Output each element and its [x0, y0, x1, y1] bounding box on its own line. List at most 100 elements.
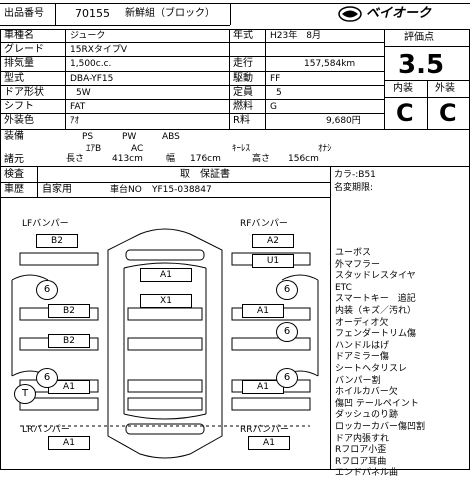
color-value: ｱｵ: [70, 116, 80, 126]
note-item: シートヘタリスレ: [335, 363, 408, 374]
name-label: 車種名: [4, 30, 34, 41]
tire-mark-rr: 6: [276, 368, 298, 388]
equipment-ac: AC: [131, 144, 144, 154]
note-item: フェンダートリム傷: [335, 329, 417, 340]
equipment-abs: ABS: [162, 132, 180, 142]
drive-label: 駆動: [233, 73, 253, 84]
type-value: DBA-YF15: [70, 74, 114, 84]
rf-bumper-label: RFバンパー: [240, 219, 288, 229]
note-item: ホイルカバー欠: [335, 387, 398, 398]
note-item: 傷凹 テールペイント: [335, 398, 419, 409]
capacity-label: 定員: [233, 87, 253, 98]
interior-label: 内装: [393, 83, 413, 94]
door-value: 5W: [76, 88, 91, 98]
name-value: ジューク: [70, 31, 106, 41]
note-item: Rフロア耳曲: [335, 456, 387, 467]
note-item: ドア内張すれ: [335, 433, 390, 444]
tire-mark-lf: 6: [36, 280, 58, 300]
lf-bumper-label: LFバンパー: [22, 219, 69, 229]
mark-rf-bumper: A2: [252, 234, 294, 248]
type-label: 型式: [4, 73, 24, 84]
mileage-label: 走行: [233, 58, 253, 69]
mark-l-front-door: B2: [48, 304, 90, 318]
note-item: ユーボス: [335, 248, 372, 258]
equipment-pw: PW: [122, 132, 137, 142]
width-label: 幅: [166, 154, 176, 164]
note-item: ドアミラー傷: [335, 352, 389, 363]
equipment-ps: PS: [82, 132, 94, 142]
equipment-keyless: ｷｰﾚｽ: [232, 144, 251, 154]
note-item: スマートキー 追記: [335, 294, 416, 305]
note-item: ハンドルはげ: [335, 340, 390, 351]
tire-mark-center: 6: [276, 322, 298, 342]
mark-rf-fender: U1: [252, 254, 294, 268]
logo-text: ベイオーク: [366, 6, 432, 21]
height-value: 156cm: [288, 154, 319, 164]
equipment-airbag: ｴｱB: [86, 144, 102, 154]
group-name: 新鮮組（ブロック）: [125, 8, 215, 19]
name-change-deadline: 名変期限:: [334, 183, 374, 193]
drive-value: FF: [270, 74, 281, 84]
grade-value: 15RXタイプV: [70, 45, 128, 55]
car-outline: [11, 228, 319, 459]
rr-bumper-label: RRバンパー: [240, 425, 289, 435]
note-item: ロッカーカバー傷凹割: [335, 421, 426, 432]
mark-lr-bumper: A1: [48, 436, 90, 450]
note-item: 内装（キズ／汚れ）: [335, 305, 417, 316]
damage-diagram: LFバンパー RFバンパー LRバンパー RRバンパー B2 A2 U1 A1 …: [0, 198, 330, 470]
history-label: 車歴: [4, 184, 24, 195]
note-item: ETC: [335, 282, 352, 293]
dimensions-label: 諸元: [4, 154, 24, 165]
note-item: オーディオ欠: [335, 317, 389, 328]
equipment-label: 装備: [4, 131, 24, 142]
logo-icon: [338, 6, 362, 22]
tax-label: R料: [233, 115, 250, 126]
mark-l-rear-door: B2: [48, 334, 90, 348]
logo: ベイオーク: [338, 6, 466, 22]
color-label: 外装色: [4, 115, 34, 126]
mark-lf-bumper: B2: [36, 234, 78, 248]
inspection-value: 取 保証書: [180, 169, 230, 180]
displacement-value: 1,500c.c.: [70, 59, 112, 69]
equipment-navi: ｵﾅｼ: [318, 144, 332, 154]
t-mark: T: [14, 384, 36, 404]
tire-mark-lr: 6: [36, 368, 58, 388]
chassis-label: 車台NO: [110, 185, 142, 195]
mark-hood: A1: [140, 268, 192, 282]
note-item: バンパー割: [335, 375, 381, 386]
note-item: Rフロア小歪: [335, 445, 387, 456]
chassis-value: YF15-038847: [152, 185, 212, 195]
tax-value: 9,680円: [326, 116, 361, 126]
mark-roof: X1: [140, 294, 192, 308]
notes-list: ユーボス 外マフラー スタッドレスタイヤ ETC スマートキー 追記 内装（キズ…: [335, 248, 467, 480]
door-label: ドア形状: [4, 87, 44, 98]
lot-number-label: 出品番号: [4, 8, 44, 19]
mark-r-front-door: A1: [242, 304, 284, 318]
length-label: 長さ: [66, 154, 85, 164]
displacement-label: 排気量: [4, 58, 34, 69]
mileage-value: 157,584km: [304, 59, 356, 69]
note-item: エンドパネル曲: [335, 468, 399, 479]
history-value: 自家用: [42, 184, 72, 195]
tire-mark-rf: 6: [276, 280, 298, 300]
color-code: カラ-:B51: [334, 170, 376, 180]
shift-value: FAT: [70, 102, 86, 112]
year-label: 年式: [233, 30, 253, 41]
lr-bumper-label: LRバンパー: [22, 425, 70, 435]
shift-label: シフト: [4, 101, 34, 112]
mark-rr-bumper: A1: [248, 436, 290, 450]
rating-title: 評価点: [404, 32, 434, 43]
width-value: 176cm: [190, 154, 221, 164]
fuel-label: 燃料: [233, 101, 253, 112]
year-value: H23年 8月: [270, 31, 321, 41]
interior-grade: C: [396, 99, 414, 127]
exterior-grade: C: [439, 99, 457, 127]
note-item: ダッシュのり跡: [335, 410, 399, 421]
height-label: 高さ: [252, 154, 271, 164]
grade-label: グレード: [4, 44, 44, 55]
fuel-value: G: [270, 102, 277, 112]
note-item: 外マフラー: [335, 259, 381, 270]
note-item: スタッドレスタイヤ: [335, 271, 416, 282]
overall-score: 3.5: [398, 50, 445, 80]
lot-number: 70155: [75, 7, 110, 20]
